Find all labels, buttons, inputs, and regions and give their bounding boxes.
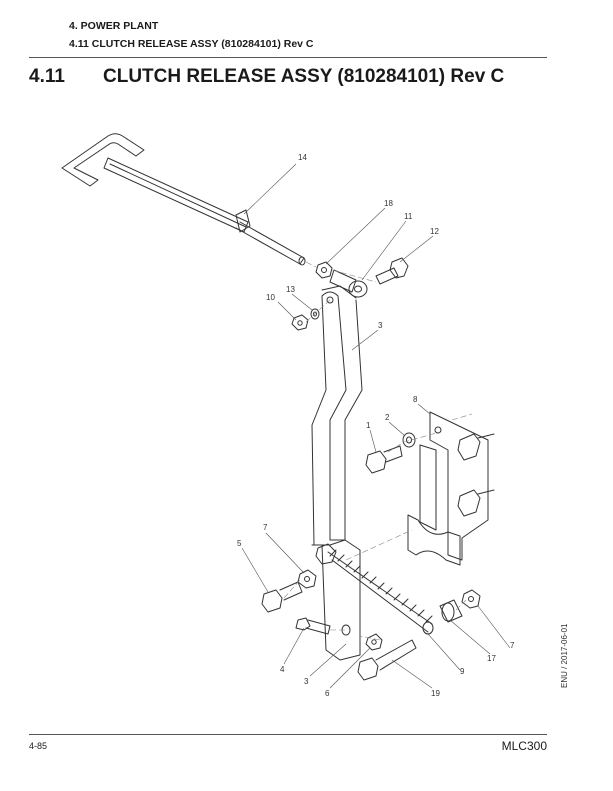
callout-8: 8 [413, 395, 418, 404]
footer-model: MLC300 [501, 739, 547, 753]
alignment-lines [283, 261, 473, 641]
callout-7-upper: 7 [263, 523, 268, 532]
header-subsection: 4.11 CLUTCH RELEASE ASSY (810284101) Rev… [69, 38, 314, 50]
part-2-washer [402, 432, 416, 448]
callout-3-lower: 3 [304, 677, 309, 686]
callout-5: 5 [237, 539, 242, 548]
part-19-bolt [357, 639, 417, 681]
part-10-nut [291, 314, 309, 331]
callout-11: 11 [404, 212, 413, 221]
part-3-release-lever [311, 285, 363, 661]
lever-spacer [315, 543, 337, 565]
callout-6: 6 [325, 689, 330, 698]
part-4-bolt [295, 617, 331, 635]
part-9-spring [327, 549, 434, 635]
callout-9: 9 [460, 667, 465, 676]
part-13-washer [310, 308, 320, 320]
footer-divider [29, 734, 547, 735]
section-title: CLUTCH RELEASE ASSY (810284101) Rev C [103, 66, 505, 87]
callout-3-upper: 3 [378, 321, 383, 330]
part-18-nut [315, 261, 333, 279]
part-8-bracket [407, 411, 495, 566]
part-17-spacer [439, 599, 463, 623]
callout-14: 14 [298, 153, 307, 162]
part-7-nut-upper [297, 569, 317, 589]
part-12-bolt [375, 257, 409, 285]
side-revision-label: ENU / 2017-06-01 [560, 623, 569, 688]
part-14-handle-rod [61, 133, 306, 266]
header-divider [29, 57, 547, 58]
callout-19: 19 [431, 689, 440, 698]
callout-18: 18 [384, 199, 393, 208]
header-chapter: 4. POWER PLANT [69, 20, 159, 32]
footer-page-number: 4-85 [29, 741, 48, 751]
part-6-nut [365, 633, 383, 651]
callout-17: 17 [487, 654, 496, 663]
callout-7-lower: 7 [510, 641, 515, 650]
part-1-bolt [365, 445, 403, 474]
callout-1: 1 [366, 421, 371, 430]
callout-4: 4 [280, 665, 285, 674]
part-7-nut-lower [461, 589, 481, 609]
part-5-bolt [261, 581, 303, 613]
callout-10: 10 [266, 293, 275, 302]
part-11-rod-end [329, 269, 368, 298]
leader-lines [241, 163, 511, 689]
callout-13: 13 [286, 285, 295, 294]
section-number: 4.11 [29, 66, 65, 87]
callout-12: 12 [430, 227, 439, 236]
callout-2: 2 [385, 413, 390, 422]
